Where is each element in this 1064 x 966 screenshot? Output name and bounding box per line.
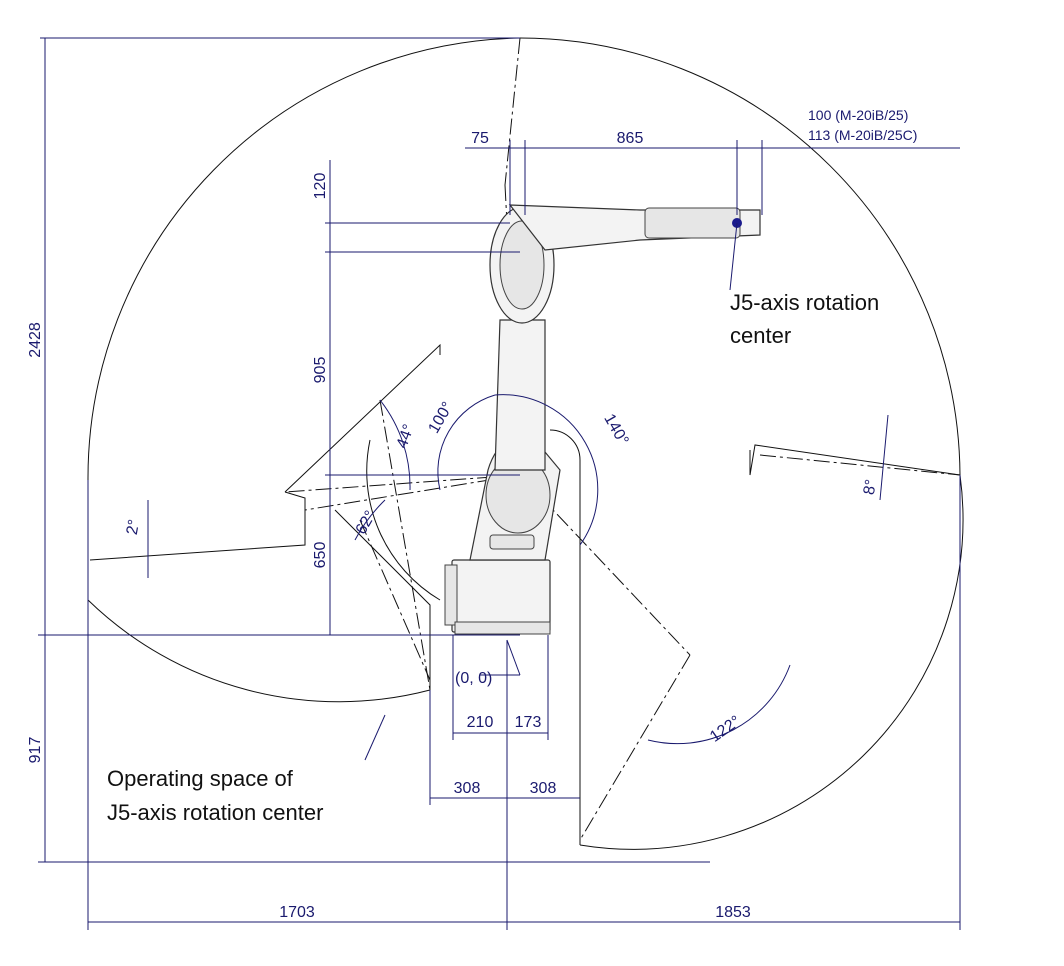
dim-650: 650 [312,542,329,569]
wrist-note-line1: 100 (M-20iB/25) [808,107,908,123]
j5-label-line2: center [730,323,791,348]
dim-2428: 2428 [27,322,44,358]
dim-1853: 1853 [715,904,751,921]
dim-865: 865 [617,130,644,147]
dim-75: 75 [471,130,489,147]
wrist-note-line2: 113 (M-20iB/25C) [808,127,917,143]
space-label-line2: J5-axis rotation center [107,800,323,825]
dim-917: 917 [27,737,44,764]
robot-lower-arm [494,319,546,471]
dim-308-right: 308 [530,780,557,797]
annotations: J5-axis rotation center Operating space … [107,290,879,825]
angle-122: 122° [707,713,744,746]
origin-label: (0, 0) [455,670,492,687]
angle-62: 62° [353,508,380,537]
angle-44: 44° [394,422,418,451]
j5-label-line1: J5-axis rotation [730,290,879,315]
dimension-lines [38,37,961,930]
dim-1703: 1703 [279,904,315,921]
angle-8: 8° [861,478,880,496]
envelope-outline [87,37,964,850]
robot-arm [444,204,761,635]
space-label-line1: Operating space of [107,766,294,791]
angle-100: 100° [425,399,456,436]
dim-905: 905 [312,357,329,384]
dim-120: 120 [312,173,329,200]
dimension-labels: 2428 917 1703 1853 75 865 120 905 650 21… [27,107,917,921]
dim-173: 173 [515,714,542,731]
robot-base [451,559,551,633]
dim-308-left: 308 [454,780,481,797]
dim-210: 210 [467,714,494,731]
angle-140: 140° [600,411,631,448]
angle-2: 2° [124,518,143,536]
